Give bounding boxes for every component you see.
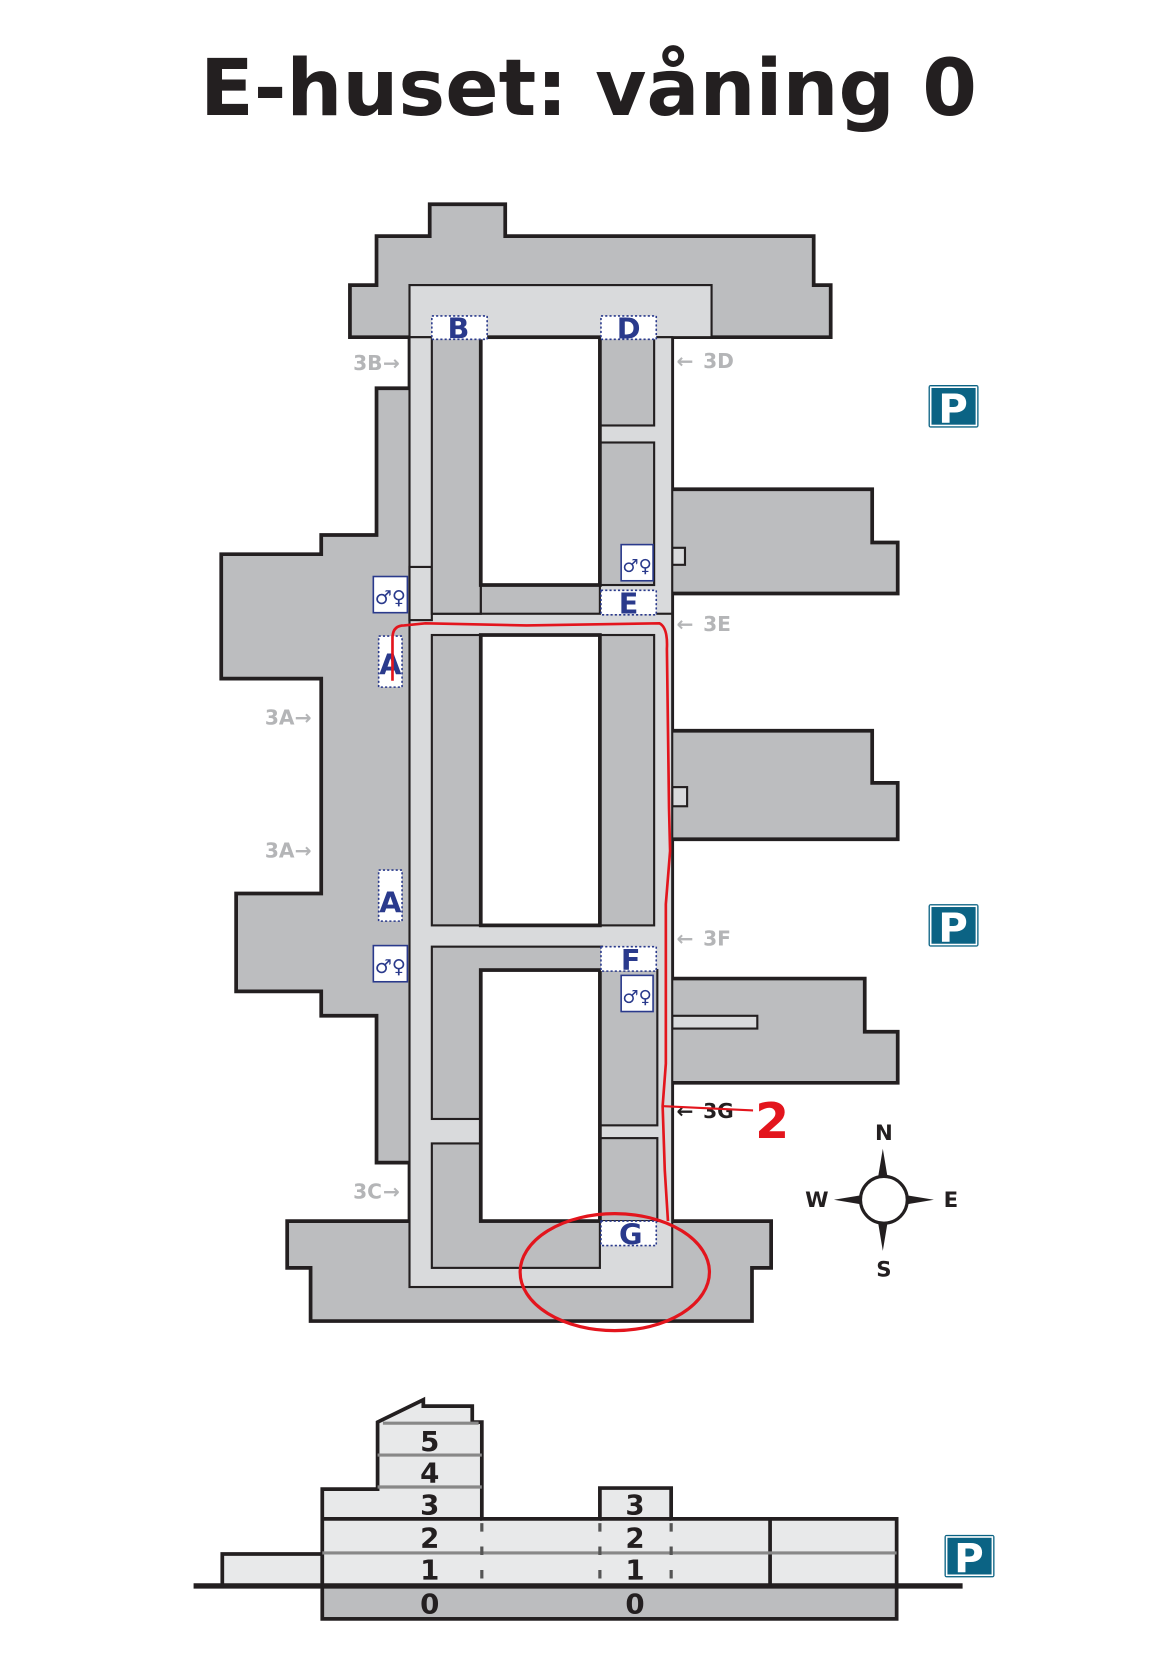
- stair-label: F: [621, 943, 641, 977]
- arrow-right-icon: →: [383, 1180, 400, 1204]
- block: [598, 1137, 659, 1223]
- stair-a-south[interactable]: A: [377, 869, 403, 922]
- stair-g[interactable]: G: [600, 1217, 658, 1251]
- stair-label: D: [617, 311, 641, 345]
- stair-a-north[interactable]: A: [377, 635, 403, 688]
- elevator-icon[interactable]: ♂♀: [620, 543, 654, 582]
- floor-label: 1: [420, 1554, 439, 1587]
- entrance-label-3g: 3G: [703, 1099, 734, 1123]
- route-number: 2: [755, 1093, 789, 1150]
- route-line: [391, 621, 672, 1222]
- entrance-label-3d: 3D: [703, 349, 734, 373]
- stair-label: A: [379, 647, 402, 681]
- svg-text:P: P: [954, 1534, 984, 1582]
- arrow-right-icon: →: [383, 351, 400, 375]
- entrance-label-3b: 3B: [353, 351, 382, 375]
- elevator-icon[interactable]: ♂♀: [372, 575, 409, 614]
- entrance-label-3c: 3C: [353, 1180, 382, 1204]
- svg-text:♂♀: ♂♀: [375, 586, 406, 609]
- elevator-icon[interactable]: ♂♀: [620, 974, 654, 1013]
- route-pointer: [663, 1105, 754, 1112]
- arrow-right-icon: →: [295, 705, 312, 729]
- compass-south: S: [876, 1257, 891, 1282]
- corridor-stub: [408, 565, 433, 622]
- wing-corridor: [671, 1014, 759, 1030]
- svg-text:P: P: [938, 903, 968, 951]
- parking-icon: P: [944, 1534, 995, 1582]
- stair-f[interactable]: F: [600, 943, 658, 977]
- floor-label: 3: [625, 1489, 644, 1522]
- parking-icon: P: [928, 903, 979, 951]
- courtyard-middle: [478, 633, 602, 928]
- courtyard-north: [478, 335, 602, 587]
- compass-icon: [833, 1148, 934, 1251]
- entrance-label-3a: 3A: [265, 705, 295, 729]
- building-section: [193, 1396, 963, 1621]
- block: [430, 633, 482, 927]
- block: [598, 336, 656, 427]
- map-title: E-huset: våning 0: [200, 42, 977, 134]
- compass-east: E: [944, 1188, 959, 1213]
- wing-notch: [671, 786, 689, 808]
- elevator-icon[interactable]: ♂♀: [372, 944, 409, 983]
- stair-label: E: [619, 587, 639, 621]
- svg-text:♂♀: ♂♀: [622, 987, 651, 1008]
- stair-label: A: [379, 886, 402, 920]
- floor-label: 5: [420, 1425, 439, 1458]
- entrance-label-3e: 3E: [703, 612, 731, 636]
- floor-label: 1: [625, 1554, 644, 1587]
- arrow-left-icon: ←: [676, 1099, 693, 1123]
- floor-label: 2: [420, 1522, 439, 1555]
- stair-e[interactable]: E: [600, 587, 658, 621]
- block: [598, 633, 656, 927]
- floor-label: 3: [420, 1489, 439, 1522]
- arrow-left-icon: ←: [676, 612, 693, 636]
- svg-text:P: P: [938, 384, 968, 432]
- arrow-right-icon: →: [295, 838, 312, 862]
- stair-d[interactable]: D: [600, 311, 658, 345]
- svg-text:♂♀: ♂♀: [375, 955, 406, 978]
- stair-label: G: [619, 1217, 643, 1251]
- svg-text:♂♀: ♂♀: [622, 556, 651, 577]
- floor-label: 0: [625, 1588, 644, 1621]
- destination-circle: [518, 1212, 712, 1333]
- floor-label: 4: [420, 1457, 439, 1490]
- parking-icon: P: [928, 384, 979, 432]
- arrow-left-icon: ←: [676, 349, 693, 373]
- courtyard-south: [478, 968, 602, 1223]
- entrance-label-3f: 3F: [703, 927, 731, 951]
- arrow-left-icon: ←: [676, 927, 693, 951]
- block: [430, 336, 482, 615]
- stair-label: B: [447, 311, 469, 345]
- entrance-label-3a: 3A: [265, 838, 295, 862]
- stair-b[interactable]: B: [431, 311, 488, 345]
- wing-notch: [671, 546, 687, 566]
- compass-west: W: [805, 1188, 828, 1213]
- compass-north: N: [875, 1121, 893, 1146]
- floor-label: 0: [420, 1588, 439, 1621]
- floor-label: 2: [625, 1522, 644, 1555]
